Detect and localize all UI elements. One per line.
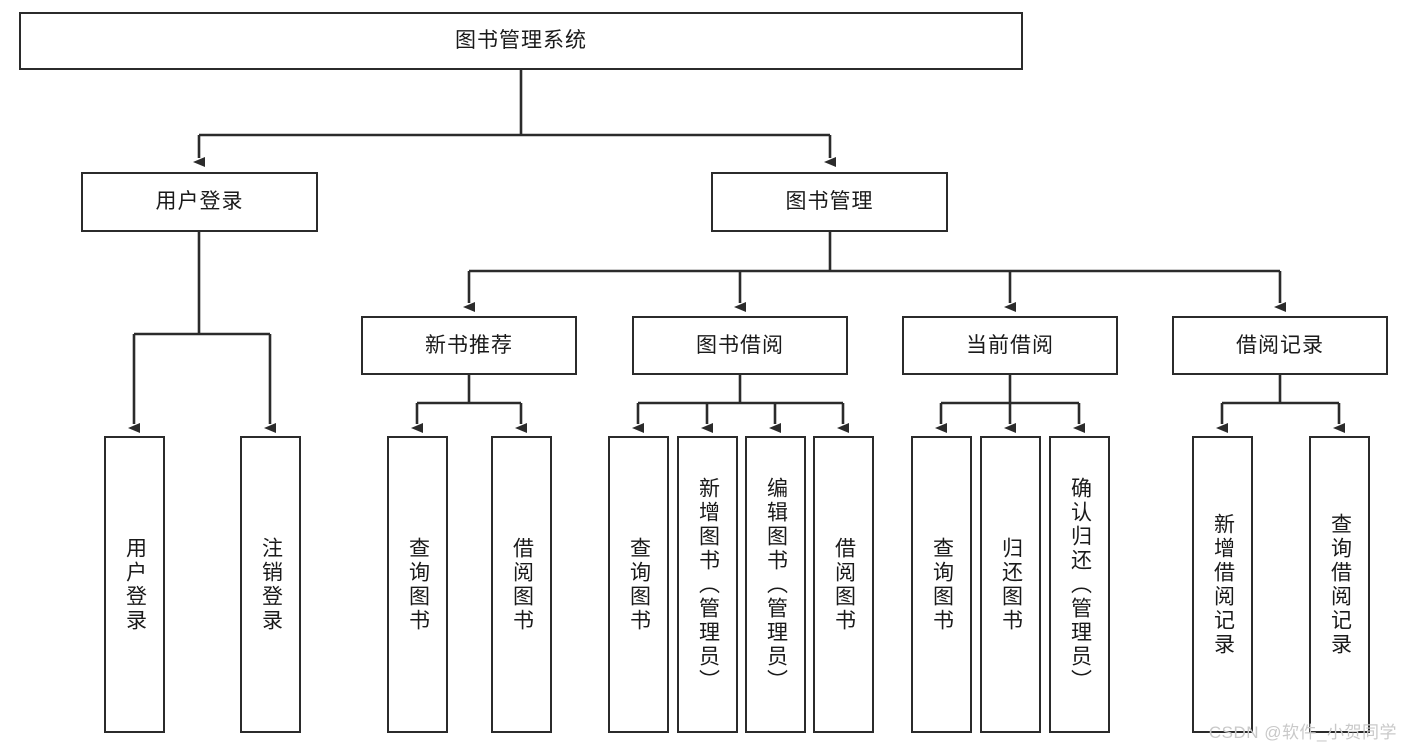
- node-label: 借阅图书: [510, 536, 534, 633]
- leaf-borrow-book-recommend[interactable]: 借阅图书: [491, 436, 552, 733]
- leaf-edit-book-admin[interactable]: 编辑图书（管理员）: [745, 436, 806, 733]
- node-label: 编辑图书（管理员）: [764, 476, 788, 693]
- node-label: 查询图书: [930, 536, 954, 633]
- node-new-book-recommend[interactable]: 新书推荐: [361, 316, 577, 375]
- node-label: 确认归还（管理员）: [1068, 476, 1092, 693]
- leaf-query-borrow-record[interactable]: 查询借阅记录: [1309, 436, 1370, 733]
- node-label: 借阅记录: [1236, 333, 1324, 357]
- node-label: 借阅图书: [832, 536, 856, 633]
- node-label: 查询借阅记录: [1328, 512, 1352, 657]
- node-label: 用户登录: [123, 536, 147, 633]
- watermark: CSDN @软件_小贺同学: [1208, 723, 1397, 742]
- leaf-query-book-recommend[interactable]: 查询图书: [387, 436, 448, 733]
- node-label: 查询图书: [627, 536, 651, 633]
- node-label: 归还图书: [999, 536, 1023, 633]
- node-root[interactable]: 图书管理系统: [19, 12, 1023, 70]
- leaf-logout[interactable]: 注销登录: [240, 436, 301, 733]
- node-borrow-record[interactable]: 借阅记录: [1172, 316, 1388, 375]
- node-current-borrow[interactable]: 当前借阅: [902, 316, 1118, 375]
- leaf-confirm-return-admin[interactable]: 确认归还（管理员）: [1049, 436, 1110, 733]
- node-label: 用户登录: [155, 190, 244, 214]
- node-label: 新增借阅记录: [1211, 512, 1235, 657]
- node-label: 注销登录: [259, 536, 283, 633]
- leaf-query-book-borrow[interactable]: 查询图书: [608, 436, 669, 733]
- node-user-login[interactable]: 用户登录: [81, 172, 318, 232]
- node-label: 查询图书: [406, 536, 430, 633]
- leaf-add-borrow-record[interactable]: 新增借阅记录: [1192, 436, 1253, 733]
- leaf-add-book-admin[interactable]: 新增图书（管理员）: [677, 436, 738, 733]
- node-label: 图书管理系统: [455, 29, 587, 53]
- node-label: 当前借阅: [966, 333, 1054, 357]
- leaf-user-login[interactable]: 用户登录: [104, 436, 165, 733]
- leaf-query-book-current[interactable]: 查询图书: [911, 436, 972, 733]
- node-label: 新增图书（管理员）: [696, 476, 720, 693]
- node-label: 图书借阅: [696, 333, 784, 357]
- node-book-management[interactable]: 图书管理: [711, 172, 948, 232]
- node-label: 新书推荐: [425, 333, 513, 357]
- node-book-borrow[interactable]: 图书借阅: [632, 316, 848, 375]
- leaf-return-book[interactable]: 归还图书: [980, 436, 1041, 733]
- node-label: 图书管理: [785, 190, 874, 214]
- leaf-borrow-book[interactable]: 借阅图书: [813, 436, 874, 733]
